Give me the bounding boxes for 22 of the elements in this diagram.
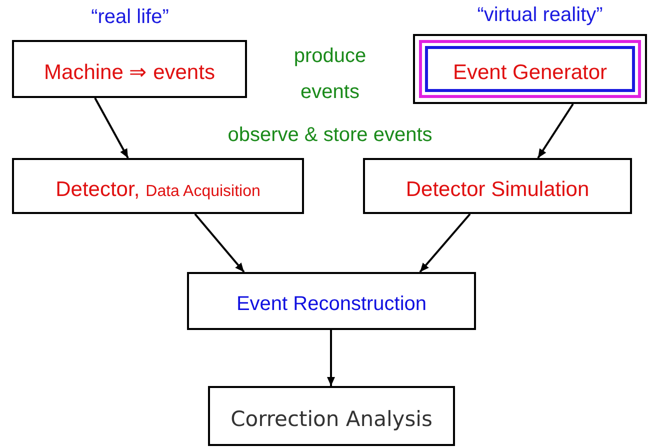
process-box — [12, 158, 304, 214]
annotation-text: produce events — [292, 44, 368, 105]
box-label: Detector Simulation — [406, 177, 590, 203]
arrow — [94, 98, 129, 158]
process-box — [208, 386, 455, 446]
box-label: Event Generator — [452, 60, 608, 86]
box-label: Event Reconstruction — [236, 292, 427, 317]
box-label: Correction Analysis — [230, 406, 432, 433]
annotation-text: “virtual reality” — [476, 3, 604, 28]
annotation-text: “real life” — [90, 5, 170, 30]
box-label: Data Acquisition — [146, 182, 260, 202]
box-label: Machine ⇒ events — [44, 60, 215, 86]
arrow — [327, 330, 335, 386]
process-box — [413, 34, 647, 104]
arrow — [537, 103, 574, 159]
process-box — [12, 40, 247, 98]
process-box — [187, 272, 476, 330]
box-label: Detector, — [56, 177, 140, 203]
process-box — [363, 158, 632, 214]
arrow — [419, 213, 471, 273]
arrow — [194, 213, 245, 273]
annotation-text: observe & store events — [226, 123, 434, 148]
